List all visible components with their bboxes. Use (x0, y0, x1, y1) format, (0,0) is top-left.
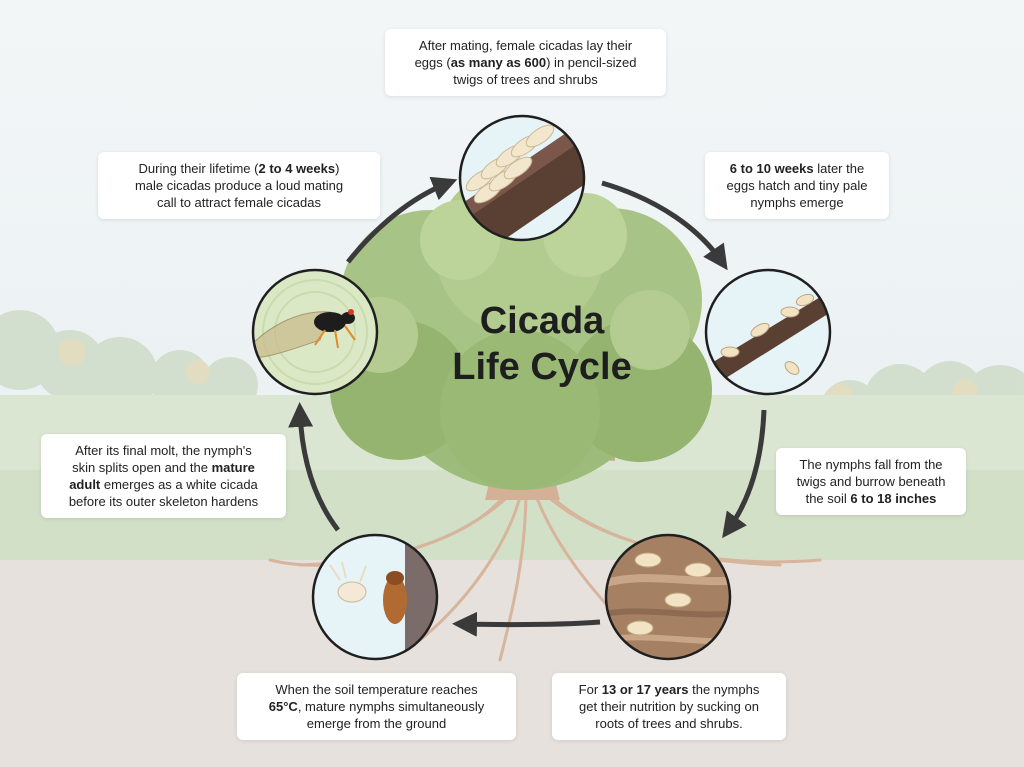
caption-emergence: When the soil temperature reaches 65°C, m… (237, 673, 516, 740)
caption-text-run: During their lifetime ( (138, 161, 259, 176)
caption-text-run: the nymphs (688, 682, 760, 697)
caption-text-run: nymphs emerge (750, 195, 844, 210)
tree-canopy (330, 165, 712, 490)
caption-text-run: the soil (805, 491, 851, 506)
stage-circle-underground (604, 533, 732, 661)
caption-text-run: For (578, 682, 602, 697)
caption-text-run: 6 to 10 weeks (729, 161, 814, 176)
arrow-4 (288, 402, 340, 532)
caption-burrowing: The nymphs fall from the twigs and burrow… (776, 448, 966, 515)
caption-text-run: later the (813, 161, 865, 176)
caption-text-run: emerge from the ground (306, 716, 447, 731)
caption-text-run: ) (335, 161, 340, 176)
caption-text-run: eggs ( (414, 55, 451, 70)
caption-text-run: 6 to 18 inches (850, 491, 937, 506)
caption-text-run: male cicadas produce a loud mating (134, 178, 344, 193)
caption-text-run: call to attract female cicadas (156, 195, 322, 210)
stage-circle-hatching (704, 268, 832, 396)
caption-text-run: The nymphs fall from the (799, 457, 943, 472)
arrow-5 (346, 176, 458, 264)
caption-text-run: 13 or 17 years (601, 682, 689, 697)
caption-text-run: , mature nymphs simultaneously (297, 699, 485, 714)
arrow-2 (722, 409, 767, 539)
caption-text-run: emerges as a white cicada (100, 477, 258, 492)
caption-text-run: mature (211, 460, 255, 475)
caption-text-run: twigs of trees and shrubs (453, 72, 598, 87)
cycle-arrows (288, 176, 767, 637)
title-line-2: Life Cycle (452, 346, 632, 388)
stage-circle-emergence (311, 533, 439, 661)
stage-circle-mating-call (251, 268, 379, 396)
caption-text-run: eggs hatch and tiny pale (726, 178, 868, 193)
caption-text-run: as many as 600 (450, 55, 547, 70)
caption-hatching: 6 to 10 weeks later the eggs hatch and ti… (705, 152, 889, 219)
caption-text-run: skin splits open and the (72, 460, 212, 475)
caption-final-molt: After its final molt, the nymph's skin sp… (41, 434, 286, 518)
arrow-1 (601, 180, 728, 271)
caption-text-run: 65°C (268, 699, 298, 714)
caption-text-run: get their nutrition by sucking on (579, 699, 759, 714)
caption-text-run: After its final molt, the nymph's (75, 443, 252, 458)
caption-text-run: When the soil temperature reaches (275, 682, 478, 697)
diagram-title: Cicada Life Cycle (392, 298, 692, 390)
caption-text-run: adult (69, 477, 101, 492)
caption-mating-call: During their lifetime (2 to 4 weeks) male… (98, 152, 380, 219)
arrow-3 (452, 611, 601, 637)
caption-text-run: After mating, female cicadas lay their (418, 38, 633, 53)
caption-text-run: 2 to 4 weeks (258, 161, 336, 176)
caption-text-run: before its outer skeleton hardens (68, 494, 259, 509)
title-line-1: Cicada (479, 300, 605, 342)
caption-text-run: ) in pencil-sized (546, 55, 637, 70)
caption-text-run: roots of trees and shrubs. (595, 716, 743, 731)
caption-underground: For 13 or 17 years the nymphs get their n… (552, 673, 786, 740)
caption-text-run: twigs and burrow beneath (796, 474, 946, 489)
caption-egg-laying: After mating, female cicadas lay their e… (385, 29, 666, 96)
